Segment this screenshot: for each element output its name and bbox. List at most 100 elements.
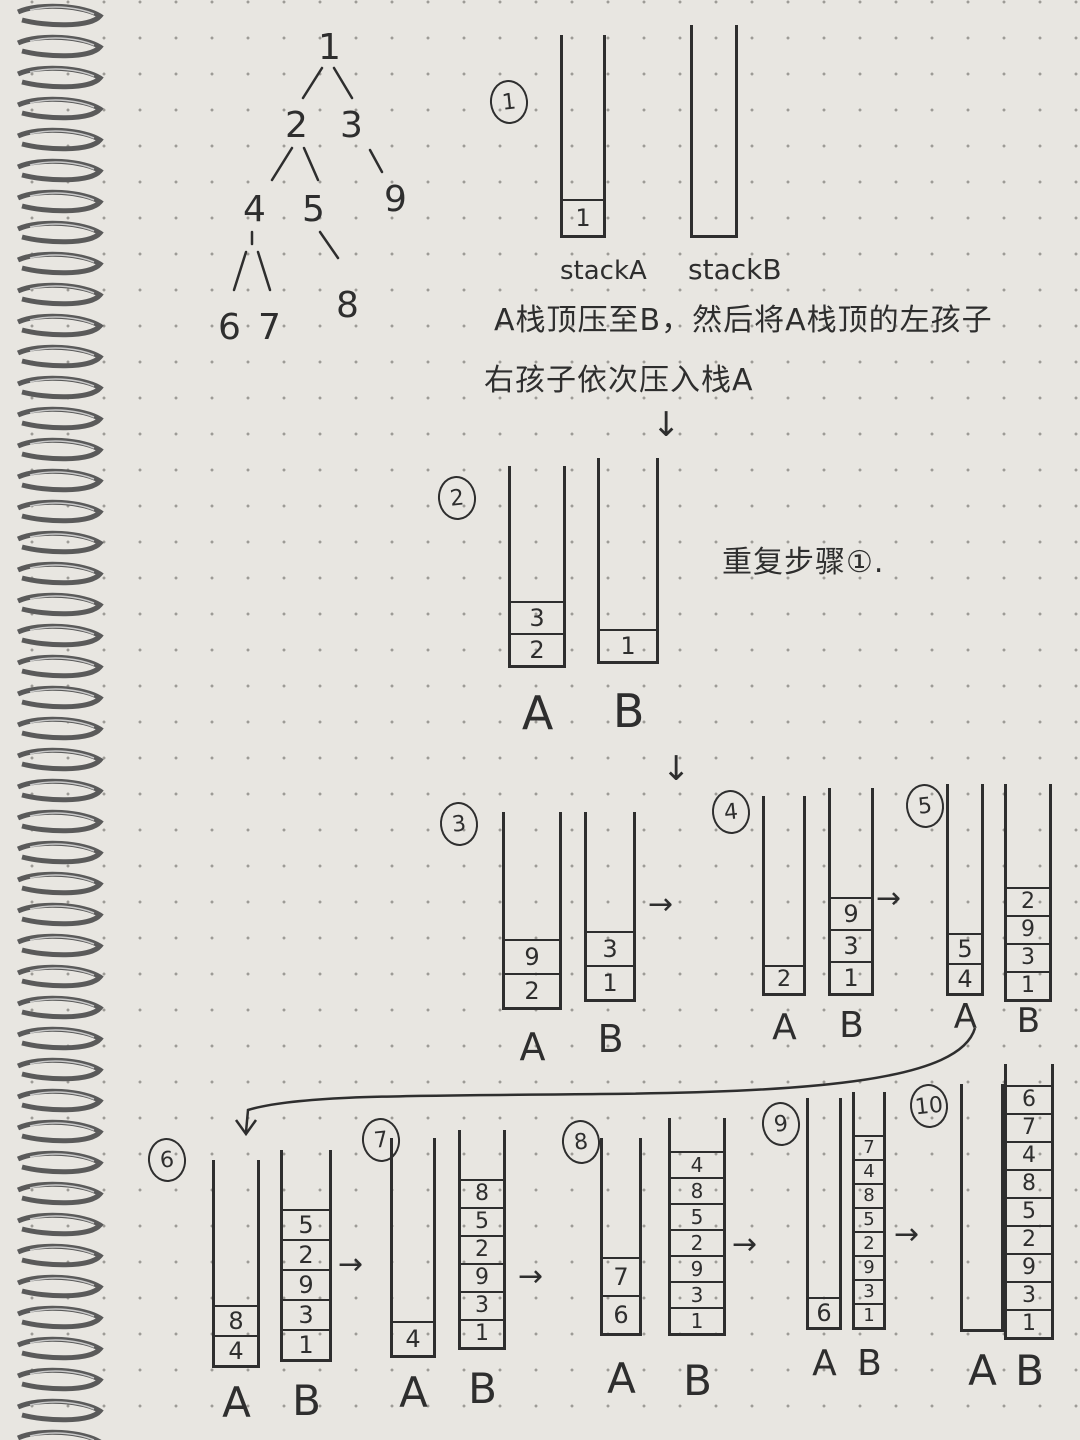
stack-cell: 8 xyxy=(215,1305,257,1335)
stack-cell: 1 xyxy=(563,199,603,235)
spiral-ring-highlight xyxy=(29,440,95,449)
spiral-ring-highlight xyxy=(29,781,95,790)
spiral-ring-highlight xyxy=(29,1370,95,1379)
spiral-ring-highlight xyxy=(29,1308,95,1317)
stack-cell: 2 xyxy=(671,1229,723,1255)
spiral-ring-highlight xyxy=(29,719,95,728)
stack-cell: 3 xyxy=(283,1299,329,1329)
stack-a-step-10 xyxy=(960,1084,1004,1332)
spiral-ring-highlight xyxy=(29,967,95,976)
spiral-ring-highlight xyxy=(29,130,95,139)
stack-cell: 3 xyxy=(855,1279,883,1303)
tree-node-5: 5 xyxy=(302,189,325,230)
stack-cell: 5 xyxy=(461,1207,503,1235)
spiral-ring xyxy=(16,406,104,431)
stack-cell: 2 xyxy=(511,633,563,665)
stack-cell: 6 xyxy=(603,1295,639,1333)
spiral-ring xyxy=(16,3,104,28)
spiral-ring-highlight xyxy=(29,6,95,15)
label-a-step-2: A xyxy=(521,686,554,740)
spiral-ring xyxy=(16,1305,104,1330)
spiral-ring xyxy=(16,499,104,524)
stack-cell: 1 xyxy=(461,1319,503,1347)
stack-cell: 4 xyxy=(215,1335,257,1365)
spiral-binding xyxy=(16,3,104,1440)
spiral-ring xyxy=(16,654,104,679)
stack-b-step-1 xyxy=(690,25,738,238)
stack-a-step-1: 1 xyxy=(560,35,606,238)
spiral-ring-highlight xyxy=(29,192,95,201)
spiral-ring xyxy=(16,344,104,369)
spiral-ring xyxy=(16,96,104,121)
note-repeat: 重复步骤①. xyxy=(722,545,885,580)
stack-cell: 1 xyxy=(855,1303,883,1327)
spiral-ring-highlight xyxy=(29,1029,95,1038)
right-arrow-step-6: → xyxy=(338,1247,364,1282)
spiral-ring xyxy=(16,902,104,927)
spiral-ring-highlight xyxy=(29,564,95,573)
spiral-ring xyxy=(16,809,104,834)
spiral-ring xyxy=(16,313,104,338)
stack-cell: 2 xyxy=(505,973,559,1007)
step-number-3: 3 xyxy=(437,800,481,848)
stack-cell: 7 xyxy=(855,1135,883,1159)
label-b-step-9: B xyxy=(857,1343,882,1384)
spiral-ring xyxy=(16,995,104,1020)
spiral-ring-highlight xyxy=(29,1339,95,1348)
label-a-step-9: A xyxy=(812,1343,837,1384)
spiral-ring xyxy=(16,1429,102,1440)
stack-cell: 9 xyxy=(283,1269,329,1299)
spiral-ring xyxy=(16,1212,104,1237)
stack-cell: 4 xyxy=(949,963,981,993)
stack-cell: 3 xyxy=(1007,1281,1051,1309)
spiral-ring-highlight xyxy=(29,1184,95,1193)
step-number-2: 2 xyxy=(435,474,479,522)
stack-cell: 1 xyxy=(600,629,656,661)
stack-cell: 1 xyxy=(1007,1309,1051,1337)
spiral-ring-highlight xyxy=(29,316,95,325)
spiral-ring xyxy=(16,592,104,617)
spiral-ring xyxy=(16,1057,104,1082)
spiral-ring xyxy=(16,468,104,493)
stack-cell: 7 xyxy=(603,1257,639,1295)
stack-cell: 8 xyxy=(855,1183,883,1207)
spiral-ring-highlight xyxy=(29,502,95,511)
stack-cell: 5 xyxy=(1007,1197,1051,1225)
stack-cell: 3 xyxy=(461,1291,503,1319)
spiral-ring xyxy=(16,220,104,245)
stack-cell: 2 xyxy=(1007,1225,1051,1253)
spiral-ring-highlight xyxy=(29,378,95,387)
spiral-ring xyxy=(16,437,104,462)
spiral-ring-highlight xyxy=(29,1091,95,1100)
spiral-ring xyxy=(16,34,104,59)
label-a-step-10: A xyxy=(968,1346,997,1395)
spiral-ring xyxy=(16,1398,104,1423)
stack-cell: 3 xyxy=(587,931,633,965)
stack-cell: 6 xyxy=(809,1297,839,1327)
step-number-10: 10 xyxy=(907,1082,951,1130)
spiral-ring-highlight xyxy=(29,99,95,108)
spiral-ring xyxy=(16,1243,104,1268)
stack-cell: 4 xyxy=(671,1151,723,1177)
spiral-ring xyxy=(16,189,104,214)
spiral-ring-highlight xyxy=(29,1215,95,1224)
stack-cell: 3 xyxy=(511,601,563,633)
tree-node-7: 7 xyxy=(258,307,281,348)
stack-a-step-9: 6 xyxy=(806,1098,842,1330)
note-line-1: A栈顶压至B，然后将A栈顶的左孩子 xyxy=(494,303,993,338)
spiral-ring-highlight xyxy=(29,254,95,263)
step-number-9: 9 xyxy=(759,1100,803,1148)
spiral-ring xyxy=(16,1274,104,1299)
label-b-step-2: B xyxy=(612,684,645,738)
spiral-ring xyxy=(16,623,104,648)
label-b-step-4: B xyxy=(839,1005,864,1046)
spiral-ring xyxy=(16,158,104,183)
spiral-ring xyxy=(16,964,104,989)
stack-cell: 6 xyxy=(1007,1085,1051,1113)
